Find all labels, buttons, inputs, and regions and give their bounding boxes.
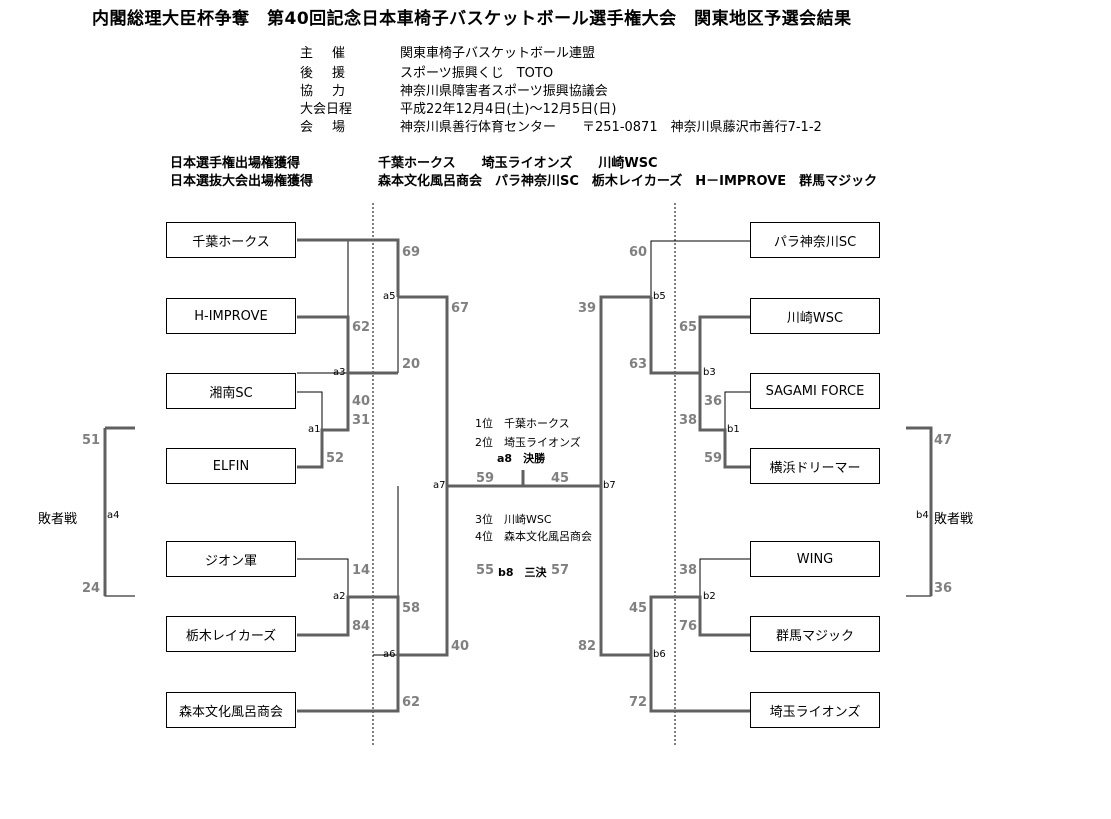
loser-bracket-label-left: 敗者戦 xyxy=(38,512,78,527)
team-box: 横浜ドリーマー xyxy=(750,448,880,484)
info-key-sponsor: 後 援 xyxy=(300,66,349,81)
third-place-label: b8 三決 xyxy=(498,566,547,579)
score-b7-top: 39 xyxy=(578,301,597,316)
score-a5-bottom: 20 xyxy=(402,357,421,372)
score-a6-top: 58 xyxy=(402,601,421,616)
info-key-venue: 会 場 xyxy=(300,120,349,135)
game-id-a7: a7 xyxy=(433,480,446,491)
score-third-right: 57 xyxy=(551,563,570,578)
rank-1: 1位 千葉ホークス xyxy=(475,417,570,430)
team-box: ELFIN xyxy=(166,448,296,484)
team-box: 群馬マジック xyxy=(750,616,880,652)
score-a4-bottom: 24 xyxy=(82,581,101,596)
score-a1-top: 40 xyxy=(352,394,371,409)
info-value-venue: 神奈川県善行体育センター 〒251-0871 神奈川県藤沢市善行7-1-2 xyxy=(400,120,822,135)
game-id-b4: b4 xyxy=(916,510,929,521)
team-box: 栃木レイカーズ xyxy=(166,616,296,652)
info-value-cooperation: 神奈川県障害者スポーツ振興協議会 xyxy=(400,84,608,99)
game-id-a5: a5 xyxy=(383,291,396,302)
info-key-schedule: 大会日程 xyxy=(300,102,353,117)
team-box: H-IMPROVE xyxy=(166,298,296,334)
score-b7-bottom: 82 xyxy=(578,639,597,654)
page-title: 内閣総理大臣杯争奪 第40回記念日本車椅子バスケットボール選手権大会 関東地区予… xyxy=(92,9,852,29)
team-box: 川崎WSC xyxy=(750,298,880,334)
score-b3-bottom: 38 xyxy=(679,413,698,428)
score-b1-bottom: 59 xyxy=(704,451,723,466)
game-id-a3: a3 xyxy=(333,367,346,378)
score-b6-top: 45 xyxy=(629,601,648,616)
score-a2-top: 14 xyxy=(352,563,371,578)
score-b2-bottom: 76 xyxy=(679,619,698,634)
team-box: 埼玉ライオンズ xyxy=(750,692,880,728)
score-a3-top: 62 xyxy=(352,320,371,335)
score-b4-bottom: 36 xyxy=(934,581,953,596)
qualifier-label-championship: 日本選手権出場権獲得 xyxy=(170,156,301,171)
game-id-b1: b1 xyxy=(727,424,740,435)
qualifier-teams-championship: 千葉ホークス 埼玉ライオンズ 川崎WSC xyxy=(378,156,658,171)
team-box: SAGAMI FORCE xyxy=(750,373,880,409)
score-third-left: 55 xyxy=(476,563,495,578)
score-a6-bottom: 62 xyxy=(402,695,421,710)
score-b3-top: 65 xyxy=(679,320,698,335)
loser-bracket-label-right: 敗者戦 xyxy=(934,512,974,527)
game-id-b5: b5 xyxy=(653,291,666,302)
score-final-right: 45 xyxy=(551,471,570,486)
game-id-a1: a1 xyxy=(308,424,321,435)
score-b2-top: 38 xyxy=(679,563,698,578)
score-a7-bottom: 40 xyxy=(451,639,470,654)
score-b5-bottom: 63 xyxy=(629,357,648,372)
qualifier-teams-selection: 森本文化風呂商会 パラ神奈川SC 栃木レイカーズ H－IMPROVE 群馬マジッ… xyxy=(378,174,878,189)
rank-3: 3位 川崎WSC xyxy=(475,513,552,526)
game-id-a4: a4 xyxy=(107,510,120,521)
game-id-a2: a2 xyxy=(333,591,346,602)
score-b5-top: 60 xyxy=(629,245,648,260)
game-id-a6: a6 xyxy=(383,649,396,660)
info-key-organizer: 主 催 xyxy=(300,46,349,61)
game-id-b2: b2 xyxy=(703,591,716,602)
info-value-sponsor: スポーツ振興くじ TOTO xyxy=(400,66,554,81)
team-box: 森本文化風呂商会 xyxy=(166,692,296,728)
score-a4-top: 51 xyxy=(82,433,101,448)
qualifier-label-selection: 日本選抜大会出場権獲得 xyxy=(170,174,314,189)
game-id-b3: b3 xyxy=(703,367,716,378)
rank-4: 4位 森本文化風呂商会 xyxy=(475,530,592,543)
score-b6-bottom: 72 xyxy=(629,695,648,710)
team-box: 湘南SC xyxy=(166,373,296,409)
final-label: a8 決勝 xyxy=(497,452,546,465)
score-b4-top: 47 xyxy=(934,433,953,448)
score-a7-top: 67 xyxy=(451,301,470,316)
rank-2: 2位 埼玉ライオンズ xyxy=(475,436,581,449)
score-final-left: 59 xyxy=(476,471,495,486)
team-box: ジオン軍 xyxy=(166,541,296,577)
score-a2-bottom: 84 xyxy=(352,619,371,634)
game-id-b6: b6 xyxy=(653,649,666,660)
score-a5-top: 69 xyxy=(402,245,421,260)
team-box: パラ神奈川SC xyxy=(750,222,880,258)
score-a3-bottom: 31 xyxy=(352,413,371,428)
team-box: 千葉ホークス xyxy=(166,222,296,258)
info-value-schedule: 平成22年12月4日(土)～12月5日(日) xyxy=(400,102,617,117)
info-key-cooperation: 協 力 xyxy=(300,84,349,99)
game-id-b7: b7 xyxy=(603,480,616,491)
info-value-organizer: 関東車椅子バスケットボール連盟 xyxy=(400,46,596,61)
score-a1-bottom: 52 xyxy=(326,451,345,466)
score-b1-top: 36 xyxy=(704,394,723,409)
team-box: WING xyxy=(750,541,880,577)
